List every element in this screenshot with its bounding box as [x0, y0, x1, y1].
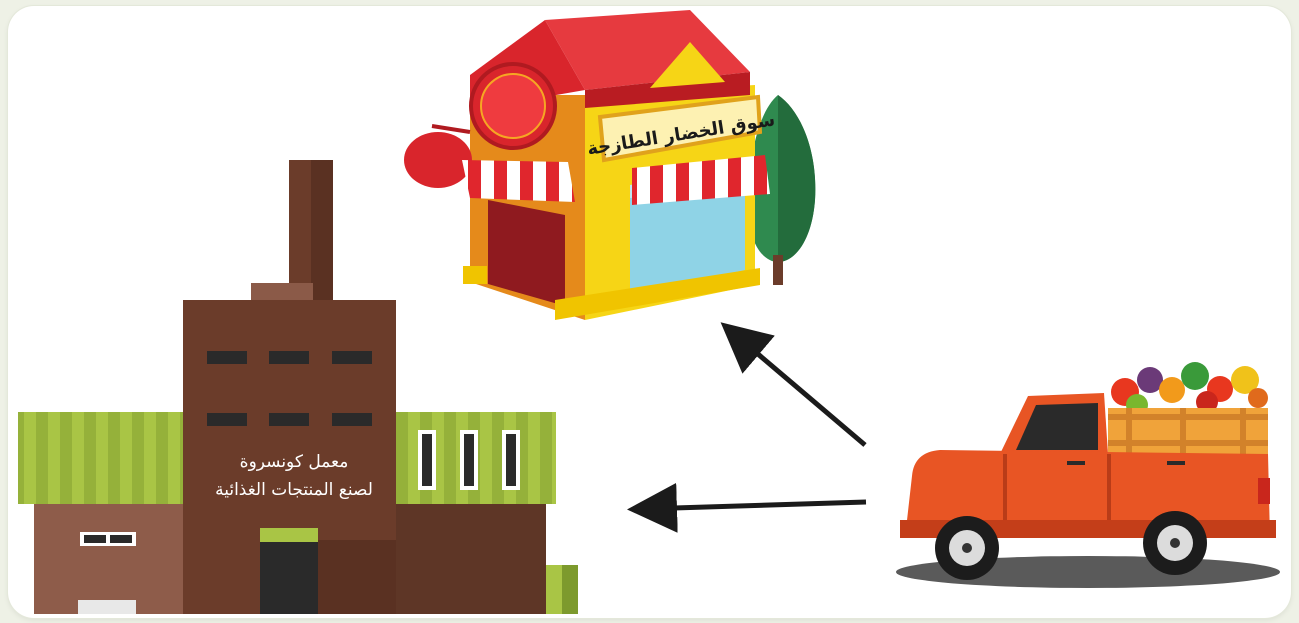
factory-label-line2: لصنع المنتجات الغذائية [180, 476, 408, 504]
factory-door [260, 542, 318, 614]
factory-right-block [396, 504, 546, 614]
market-hanging-lamp [404, 132, 472, 188]
factory-label-line1: معمل كونسروة [180, 448, 408, 476]
truck-front-wheel [935, 516, 999, 580]
vegetables [1111, 362, 1268, 416]
arrow-truck-to-factory [642, 502, 866, 509]
arrows [642, 332, 866, 509]
factory-left-block [34, 504, 184, 614]
truck-rear-wheel [1143, 511, 1207, 575]
factory-left-roof [18, 412, 188, 504]
factory-label: معمل كونسروة لصنع المنتجات الغذائية [180, 448, 408, 504]
market-awning-left [462, 160, 575, 202]
market: سوق الخضار الطازجة [404, 10, 815, 320]
truck [896, 362, 1280, 588]
arrow-truck-to-market [732, 332, 865, 445]
